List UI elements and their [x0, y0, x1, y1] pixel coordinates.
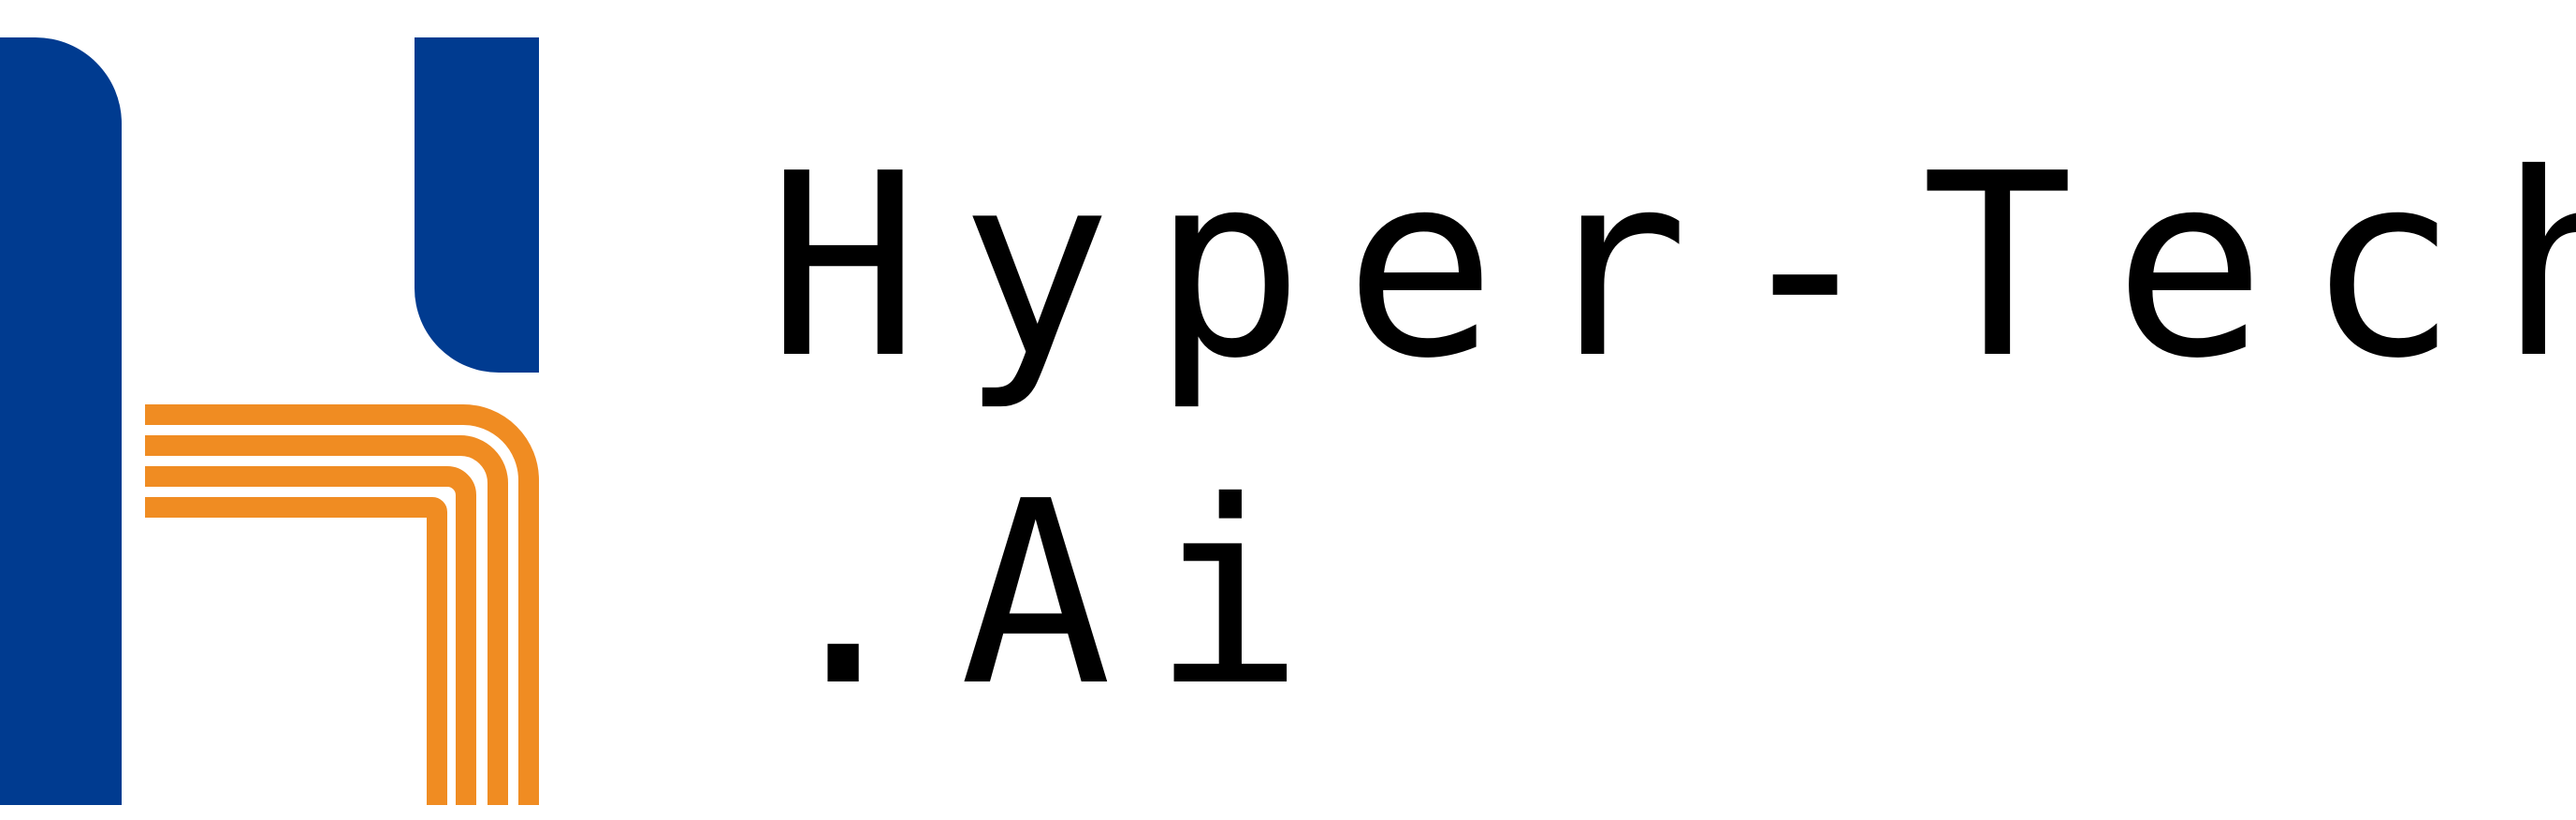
logo-wordmark: Hyper-Tech .Ai: [767, 140, 2576, 741]
logo-blue-pillar-right: [415, 37, 539, 373]
logo-orange-stripes: [145, 404, 539, 805]
wordmark-line-2: .Ai: [767, 447, 1345, 741]
wordmark-line-1: Hyper-Tech: [767, 119, 2576, 414]
logo-blue-pillar-left: [0, 37, 122, 805]
logo-emblem-icon: [0, 37, 539, 805]
